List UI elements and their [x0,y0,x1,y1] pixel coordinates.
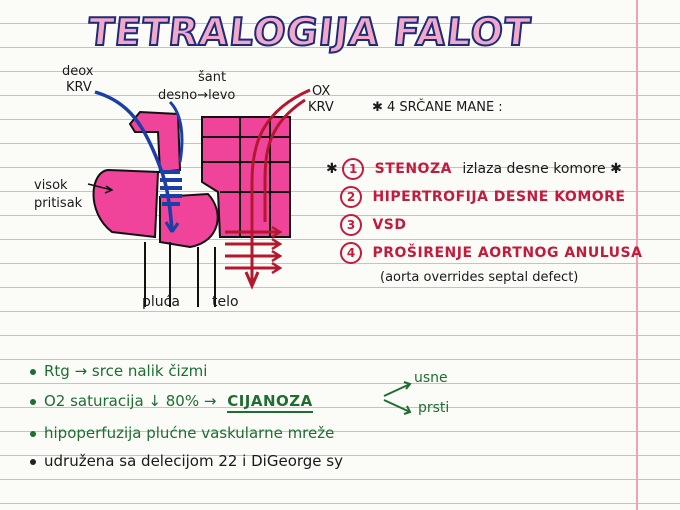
cyanosis-label: CIJANOZA [227,392,313,413]
finding-text: O2 saturacija ↓ 80% → [44,392,217,410]
cyanosis-fingers: prsti [418,400,450,416]
defect-item-2: 2 HIPERTROFIJA DESNE KOMORE [340,186,626,208]
defect-number: 4 [340,242,362,264]
defect-number: 3 [340,214,362,236]
finding-text: hipoperfuzija plućne vaskularne mreže [44,424,335,442]
defect-text: HIPERTROFIJA DESNE KOMORE [372,189,626,205]
defect-number: 2 [340,186,362,208]
heart-diagram [87,88,311,307]
star-mark: ✱ [326,161,338,177]
label-pluca: pluća [142,294,180,310]
margin-line [636,0,638,510]
cyanosis-lips: usne [414,370,448,386]
label-deox: deox [62,64,94,79]
defect-text: VSD [372,217,407,233]
finding-o2: O2 saturacija ↓ 80% → CIJANOZA [30,392,313,413]
bullet [30,458,36,465]
label-telo: telo [212,294,239,310]
defect-item-1: ✱ 1 STENOZA izlaza desne komore ✱ [326,158,622,180]
label-desno-levo: desno→levo [158,88,236,103]
bullet [30,430,36,437]
cyanosis-arrows [383,381,412,415]
finding-text: Rtg → srce nalik čizmi [44,362,208,380]
label-krv-right: KRV [308,100,334,115]
label-sant: šant [198,70,227,85]
page-title: TETRALOGIJA FALOT [85,9,534,55]
defect-note: izlaza desne komore ✱ [462,161,622,177]
finding-text: udružena sa delecijom 22 i DiGeorge sy [44,452,343,470]
finding-rtg: Rtg → srce nalik čizmi [30,362,207,380]
label-ox: OX [312,84,331,99]
right-ventricle [92,168,160,239]
defects-aside: (aorta overrides septal defect) [380,270,579,285]
bullet [30,368,36,375]
defects-heading: ✱ 4 SRČANE MANE : [372,100,503,115]
defect-item-3: 3 VSD [340,214,407,236]
shunt-coil [160,170,182,206]
bullet [30,398,36,405]
defect-text: PROŠIRENJE AORTNOG ANULUSA [372,245,643,261]
defect-number: 1 [342,158,365,180]
finding-hipoperfuzija: hipoperfuzija plućne vaskularne mreže [30,424,334,442]
left-ventricle [159,192,219,249]
defect-item-4: 4 PROŠIRENJE AORTNOG ANULUSA [340,242,642,264]
label-visok: visok [34,178,68,193]
finding-digeorge: udružena sa delecijom 22 i DiGeorge sy [30,452,343,470]
defect-text: STENOZA [374,161,452,177]
oxygenated-flow [250,88,311,282]
label-pritisak: pritisak [34,196,83,211]
label-krv-left: KRV [66,80,92,95]
